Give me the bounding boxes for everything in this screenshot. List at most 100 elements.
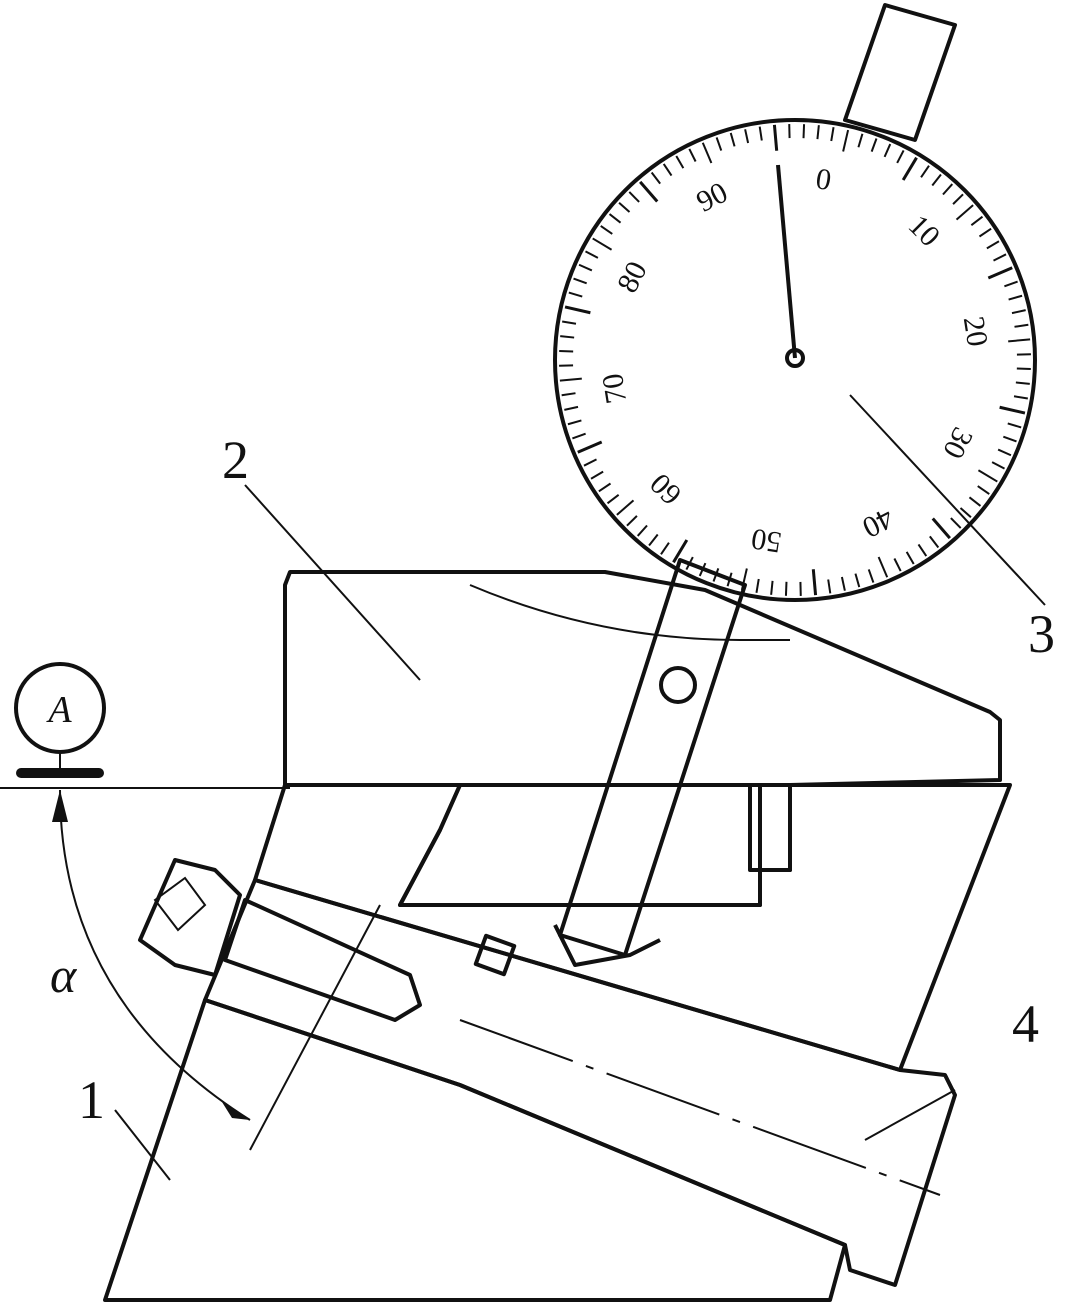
dial-tick xyxy=(564,305,591,315)
dial-number: 40 xyxy=(857,501,899,544)
dial-tick xyxy=(561,392,576,397)
dial-tick xyxy=(755,578,760,593)
dial-ticks xyxy=(559,124,1031,596)
dial-tick xyxy=(592,237,613,251)
angle-extension xyxy=(249,904,381,1151)
dial-number: 80 xyxy=(611,256,654,298)
datum-reference: A xyxy=(0,662,290,789)
dial-tick xyxy=(567,419,582,426)
dial-tick xyxy=(1011,309,1026,315)
dial-tick xyxy=(840,576,846,591)
dial-tick xyxy=(929,535,940,549)
center-line xyxy=(459,1019,941,1196)
dial-number: 20 xyxy=(957,314,994,349)
dial-tick xyxy=(1016,367,1031,371)
dial-tick xyxy=(758,126,763,141)
dial-number: 70 xyxy=(596,371,633,406)
dial-tick xyxy=(606,494,620,505)
dial-tick xyxy=(802,124,806,139)
dial-tick xyxy=(616,499,635,516)
dial-tick xyxy=(968,496,982,507)
dial-tick xyxy=(870,138,878,152)
dial-tick xyxy=(598,482,612,493)
dial-face xyxy=(553,118,1037,602)
dial-tick xyxy=(636,524,648,537)
dial-tick xyxy=(772,124,779,151)
dial-tick xyxy=(577,440,603,454)
dial-tick xyxy=(1008,294,1023,301)
dial-tick xyxy=(1008,338,1031,343)
dial-tick xyxy=(830,127,835,142)
leader-1 xyxy=(114,1109,171,1181)
dial-number: 50 xyxy=(749,522,784,559)
dial-indicator: 0 10 20 30 40 50 60 70 80 90 xyxy=(553,3,1037,602)
dial-tick xyxy=(950,517,962,529)
dial-tick xyxy=(660,542,670,555)
dial-tick xyxy=(698,562,707,577)
dial-tick xyxy=(1014,323,1029,328)
wedge-part-4 xyxy=(203,878,957,1287)
dial-tick xyxy=(583,458,597,467)
dial-tick xyxy=(893,558,902,572)
dial-tick xyxy=(701,142,713,164)
dial-tick xyxy=(559,377,582,382)
dial-tick xyxy=(931,517,951,540)
dial-tick xyxy=(827,579,832,594)
screw-shank xyxy=(223,898,422,1022)
dial-tick xyxy=(1004,280,1018,288)
dial-tick xyxy=(590,470,604,480)
dial-tick xyxy=(628,191,640,203)
dial-tick xyxy=(715,137,723,151)
dial-tick xyxy=(997,448,1012,457)
dial-tick xyxy=(978,227,992,238)
dial-tick xyxy=(977,469,998,483)
leader-4 xyxy=(864,1089,956,1141)
screw-head-face xyxy=(153,876,207,932)
dial-number: 60 xyxy=(644,467,689,512)
dial-pivot xyxy=(785,348,805,368)
dial-stem xyxy=(558,558,747,957)
dial-tick xyxy=(942,183,954,196)
dial-number: 90 xyxy=(691,176,733,219)
dial-tick xyxy=(585,250,599,259)
adjusting-screw xyxy=(138,858,517,1022)
dial-tick xyxy=(608,213,622,224)
leader-3 xyxy=(849,394,1046,606)
dial-tick xyxy=(857,133,864,148)
dial-tick xyxy=(600,225,613,235)
dial-tick xyxy=(917,543,928,557)
dial-tick xyxy=(626,515,638,527)
screw-nut xyxy=(473,933,517,977)
dial-tick xyxy=(744,129,750,144)
datum-bar xyxy=(16,768,104,778)
dial-tick xyxy=(675,155,685,169)
angle-arrow-top xyxy=(52,790,68,822)
support-slot xyxy=(398,783,792,907)
dial-tick xyxy=(564,405,579,411)
dial-tick xyxy=(999,405,1026,415)
dial-number: 10 xyxy=(902,209,947,254)
dial-tick xyxy=(1015,381,1030,385)
dial-tick xyxy=(952,193,964,205)
dial-tick xyxy=(959,507,972,519)
datum-letter: A xyxy=(45,689,72,731)
block-top-curve xyxy=(469,584,790,641)
dial-number: 30 xyxy=(936,422,979,464)
dial-tick xyxy=(650,171,661,185)
label-part-4: 4 xyxy=(1012,994,1039,1054)
dial-tick xyxy=(568,291,583,298)
dial-tick xyxy=(688,148,697,162)
dial-tick xyxy=(559,349,574,353)
dial-tick xyxy=(955,204,974,221)
label-part-3: 3 xyxy=(1028,604,1055,664)
dial-plunger-top xyxy=(843,3,957,142)
dial-tick xyxy=(811,569,818,596)
dial-tick xyxy=(639,180,659,203)
angle-arrow-bottom xyxy=(222,1102,250,1120)
stem-pin xyxy=(659,666,697,704)
dial-number: 0 xyxy=(814,162,834,197)
dial-tick xyxy=(726,572,733,587)
dial-tick xyxy=(1003,435,1017,443)
work-block-2 xyxy=(283,570,1002,907)
